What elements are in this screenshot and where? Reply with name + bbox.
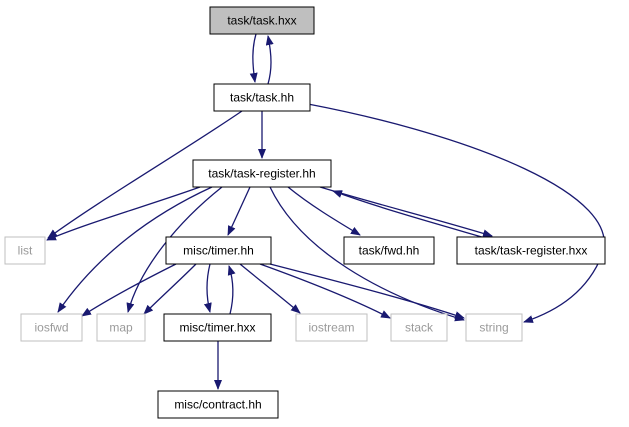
node-label: task/task-register.hh — [208, 167, 315, 181]
node-label: stack — [405, 321, 434, 335]
node-label: iosfwd — [34, 321, 68, 335]
node-stack: stack — [390, 313, 448, 342]
edge-task-register-hxx-to-task-register-hh — [332, 190, 483, 238]
node-box — [192, 159, 332, 188]
edge-task-register-hh-to-task-register-hxx — [319, 186, 493, 238]
edges — [46, 33, 605, 390]
node-box — [209, 6, 315, 35]
node-box — [213, 83, 311, 112]
edge-task-register-hh-to-task-fwd-hh — [287, 186, 361, 236]
edge-misc-timer-hh-to-string — [269, 263, 465, 319]
node-box — [295, 313, 368, 342]
edge-task-register-hh-to-iosfwd — [57, 186, 213, 313]
node-label: misc/contract.hh — [174, 398, 261, 412]
node-label: misc/timer.hxx — [179, 321, 255, 335]
node-misc-contract-hh[interactable]: misc/contract.hh — [157, 390, 279, 419]
edge-task-hh-to-string — [307, 103, 605, 323]
node-box — [456, 236, 606, 265]
edge-task-hxx-to-task-hh — [249, 33, 258, 83]
edge-task-register-hh-to-list — [46, 186, 201, 241]
edge-misc-timer-hh-to-iostream — [239, 263, 301, 314]
node-string: string — [465, 313, 523, 342]
node-label: misc/timer.hh — [183, 244, 254, 258]
node-label: string — [479, 321, 508, 335]
edge-misc-timer-hxx-to-misc-timer-hh — [227, 265, 236, 315]
edge-task-register-hh-to-misc-timer-hh — [227, 186, 251, 236]
node-task-register-hh[interactable]: task/task-register.hh — [192, 159, 332, 188]
node-label: iostream — [308, 321, 354, 335]
node-map: map — [96, 313, 146, 342]
node-box — [390, 313, 448, 342]
node-label: task/fwd.hh — [359, 244, 420, 258]
node-iosfwd: iosfwd — [20, 313, 83, 342]
edge-misc-timer-hh-to-stack — [259, 263, 391, 319]
node-misc-timer-hh[interactable]: misc/timer.hh — [165, 236, 272, 265]
edge-misc-timer-hh-to-iosfwd — [81, 263, 177, 317]
node-box — [157, 390, 279, 419]
node-label: task/task.hxx — [227, 14, 296, 28]
edge-task-register-hh-to-string — [269, 186, 465, 322]
edge-misc-timer-hh-to-misc-timer-hxx — [203, 263, 212, 313]
node-label: map — [109, 321, 133, 335]
node-task-fwd-hh[interactable]: task/fwd.hh — [343, 236, 435, 265]
node-box — [163, 313, 272, 342]
node-misc-timer-hxx[interactable]: misc/timer.hxx — [163, 313, 272, 342]
node-box — [465, 313, 523, 342]
node-label: list — [18, 244, 33, 258]
node-box — [4, 236, 46, 265]
node-task-register-hxx[interactable]: task/task-register.hxx — [456, 236, 606, 265]
node-list: list — [4, 236, 46, 265]
edge-task-hh-to-list — [47, 110, 243, 239]
node-box — [96, 313, 146, 342]
edge-misc-timer-hh-to-map — [143, 263, 197, 315]
edge-task-register-hh-to-map — [126, 186, 223, 313]
nodes: task/task.hxx task/task.hh task/task-regis… — [4, 6, 606, 419]
node-iostream: iostream — [295, 313, 368, 342]
node-label: task/task.hh — [230, 91, 294, 105]
node-task-hh[interactable]: task/task.hh — [213, 83, 311, 112]
node-task-hxx[interactable]: task/task.hxx — [209, 6, 315, 35]
node-box — [343, 236, 435, 265]
node-box — [165, 236, 272, 265]
node-box — [20, 313, 83, 342]
node-label: task/task-register.hxx — [475, 244, 588, 258]
edge-task-hh-to-task-hxx — [265, 35, 274, 85]
